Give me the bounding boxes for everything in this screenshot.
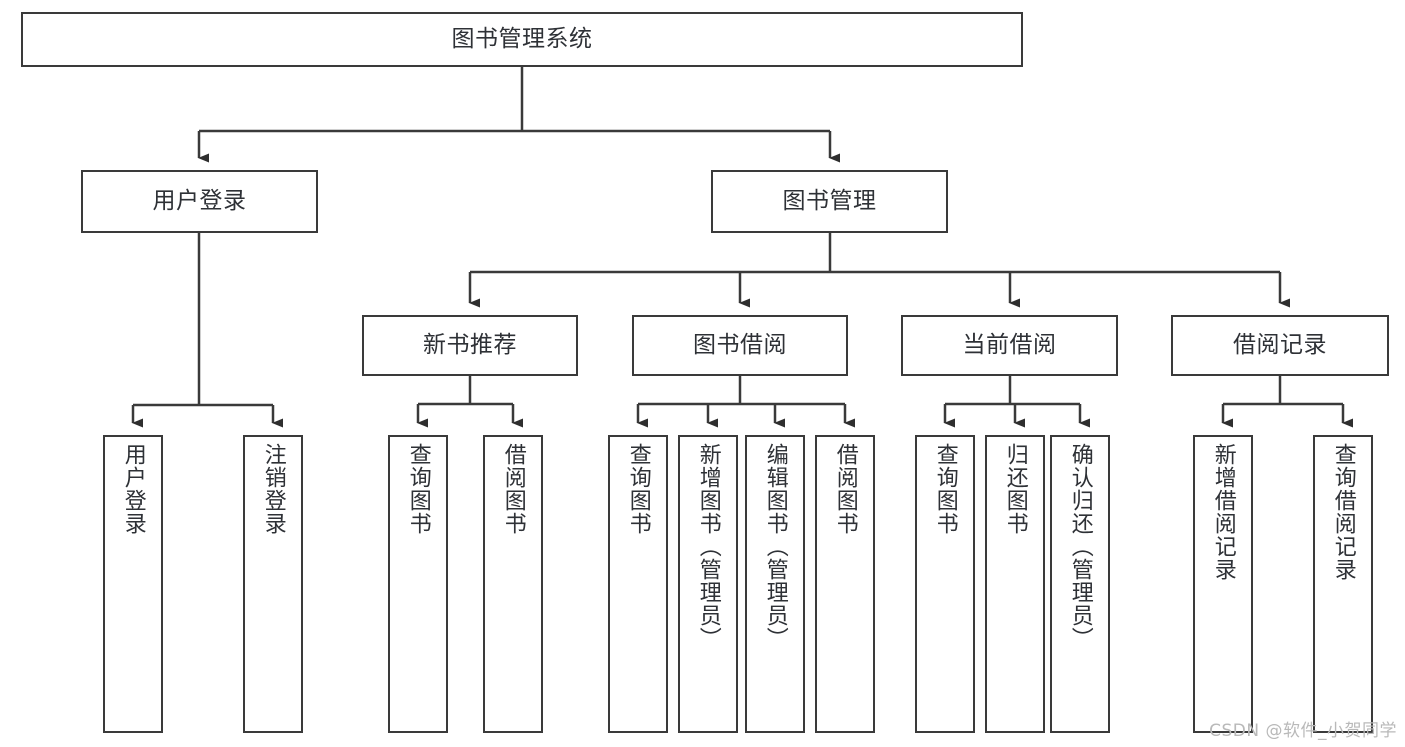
node-new-book-recommend[interactable]: 新书推荐 (362, 315, 578, 376)
node-current-borrow-label: 当前借阅 (962, 331, 1057, 358)
leaf-borrow-book-label: 借阅图书 (832, 443, 858, 535)
leaf-return-book[interactable]: 归还图书 (985, 435, 1045, 733)
node-root[interactable]: 图书管理系统 (21, 12, 1023, 67)
node-borrow-record[interactable]: 借阅记录 (1171, 315, 1389, 376)
leaf-query-book-current[interactable]: 查询图书 (915, 435, 975, 733)
leaf-logout[interactable]: 注销登录 (243, 435, 303, 733)
node-root-label: 图书管理系统 (451, 25, 593, 52)
leaf-edit-book-label: 编辑图书（管理员） (762, 443, 788, 650)
leaf-user-login[interactable]: 用户登录 (103, 435, 163, 733)
node-book-borrow[interactable]: 图书借阅 (632, 315, 848, 376)
leaf-query-book-borrow-label: 查询图书 (625, 443, 651, 535)
leaf-borrow-book-recommend[interactable]: 借阅图书 (483, 435, 543, 733)
leaf-query-borrow-record[interactable]: 查询借阅记录 (1313, 435, 1373, 733)
leaf-query-book-recommend[interactable]: 查询图书 (388, 435, 448, 733)
leaf-borrow-book-recommend-label: 借阅图书 (500, 443, 526, 535)
leaf-borrow-book[interactable]: 借阅图书 (815, 435, 875, 733)
leaf-add-book-label: 新增图书（管理员） (695, 443, 721, 650)
leaf-add-book[interactable]: 新增图书（管理员） (678, 435, 738, 733)
node-current-borrow[interactable]: 当前借阅 (901, 315, 1118, 376)
node-book-management[interactable]: 图书管理 (711, 170, 948, 233)
node-book-borrow-label: 图书借阅 (693, 331, 787, 358)
node-book-management-label: 图书管理 (782, 187, 877, 214)
leaf-confirm-return[interactable]: 确认归还（管理员） (1050, 435, 1110, 733)
leaf-add-borrow-record[interactable]: 新增借阅记录 (1193, 435, 1253, 733)
node-user-login[interactable]: 用户登录 (81, 170, 318, 233)
leaf-return-book-label: 归还图书 (1002, 443, 1028, 535)
leaf-add-borrow-record-label: 新增借阅记录 (1210, 443, 1236, 581)
leaf-query-book-recommend-label: 查询图书 (405, 443, 431, 535)
leaf-query-book-borrow[interactable]: 查询图书 (608, 435, 668, 733)
leaf-edit-book[interactable]: 编辑图书（管理员） (745, 435, 805, 733)
leaf-user-login-label: 用户登录 (120, 443, 146, 535)
leaf-query-book-current-label: 查询图书 (932, 443, 958, 535)
node-new-book-recommend-label: 新书推荐 (423, 331, 517, 358)
leaf-confirm-return-label: 确认归还（管理员） (1067, 443, 1093, 650)
leaf-query-borrow-record-label: 查询借阅记录 (1330, 443, 1356, 581)
leaf-logout-label: 注销登录 (260, 443, 286, 535)
node-user-login-label: 用户登录 (152, 187, 247, 214)
csdn-watermark: CSDN @软件_小贺同学 (1209, 721, 1397, 741)
node-borrow-record-label: 借阅记录 (1233, 331, 1327, 358)
